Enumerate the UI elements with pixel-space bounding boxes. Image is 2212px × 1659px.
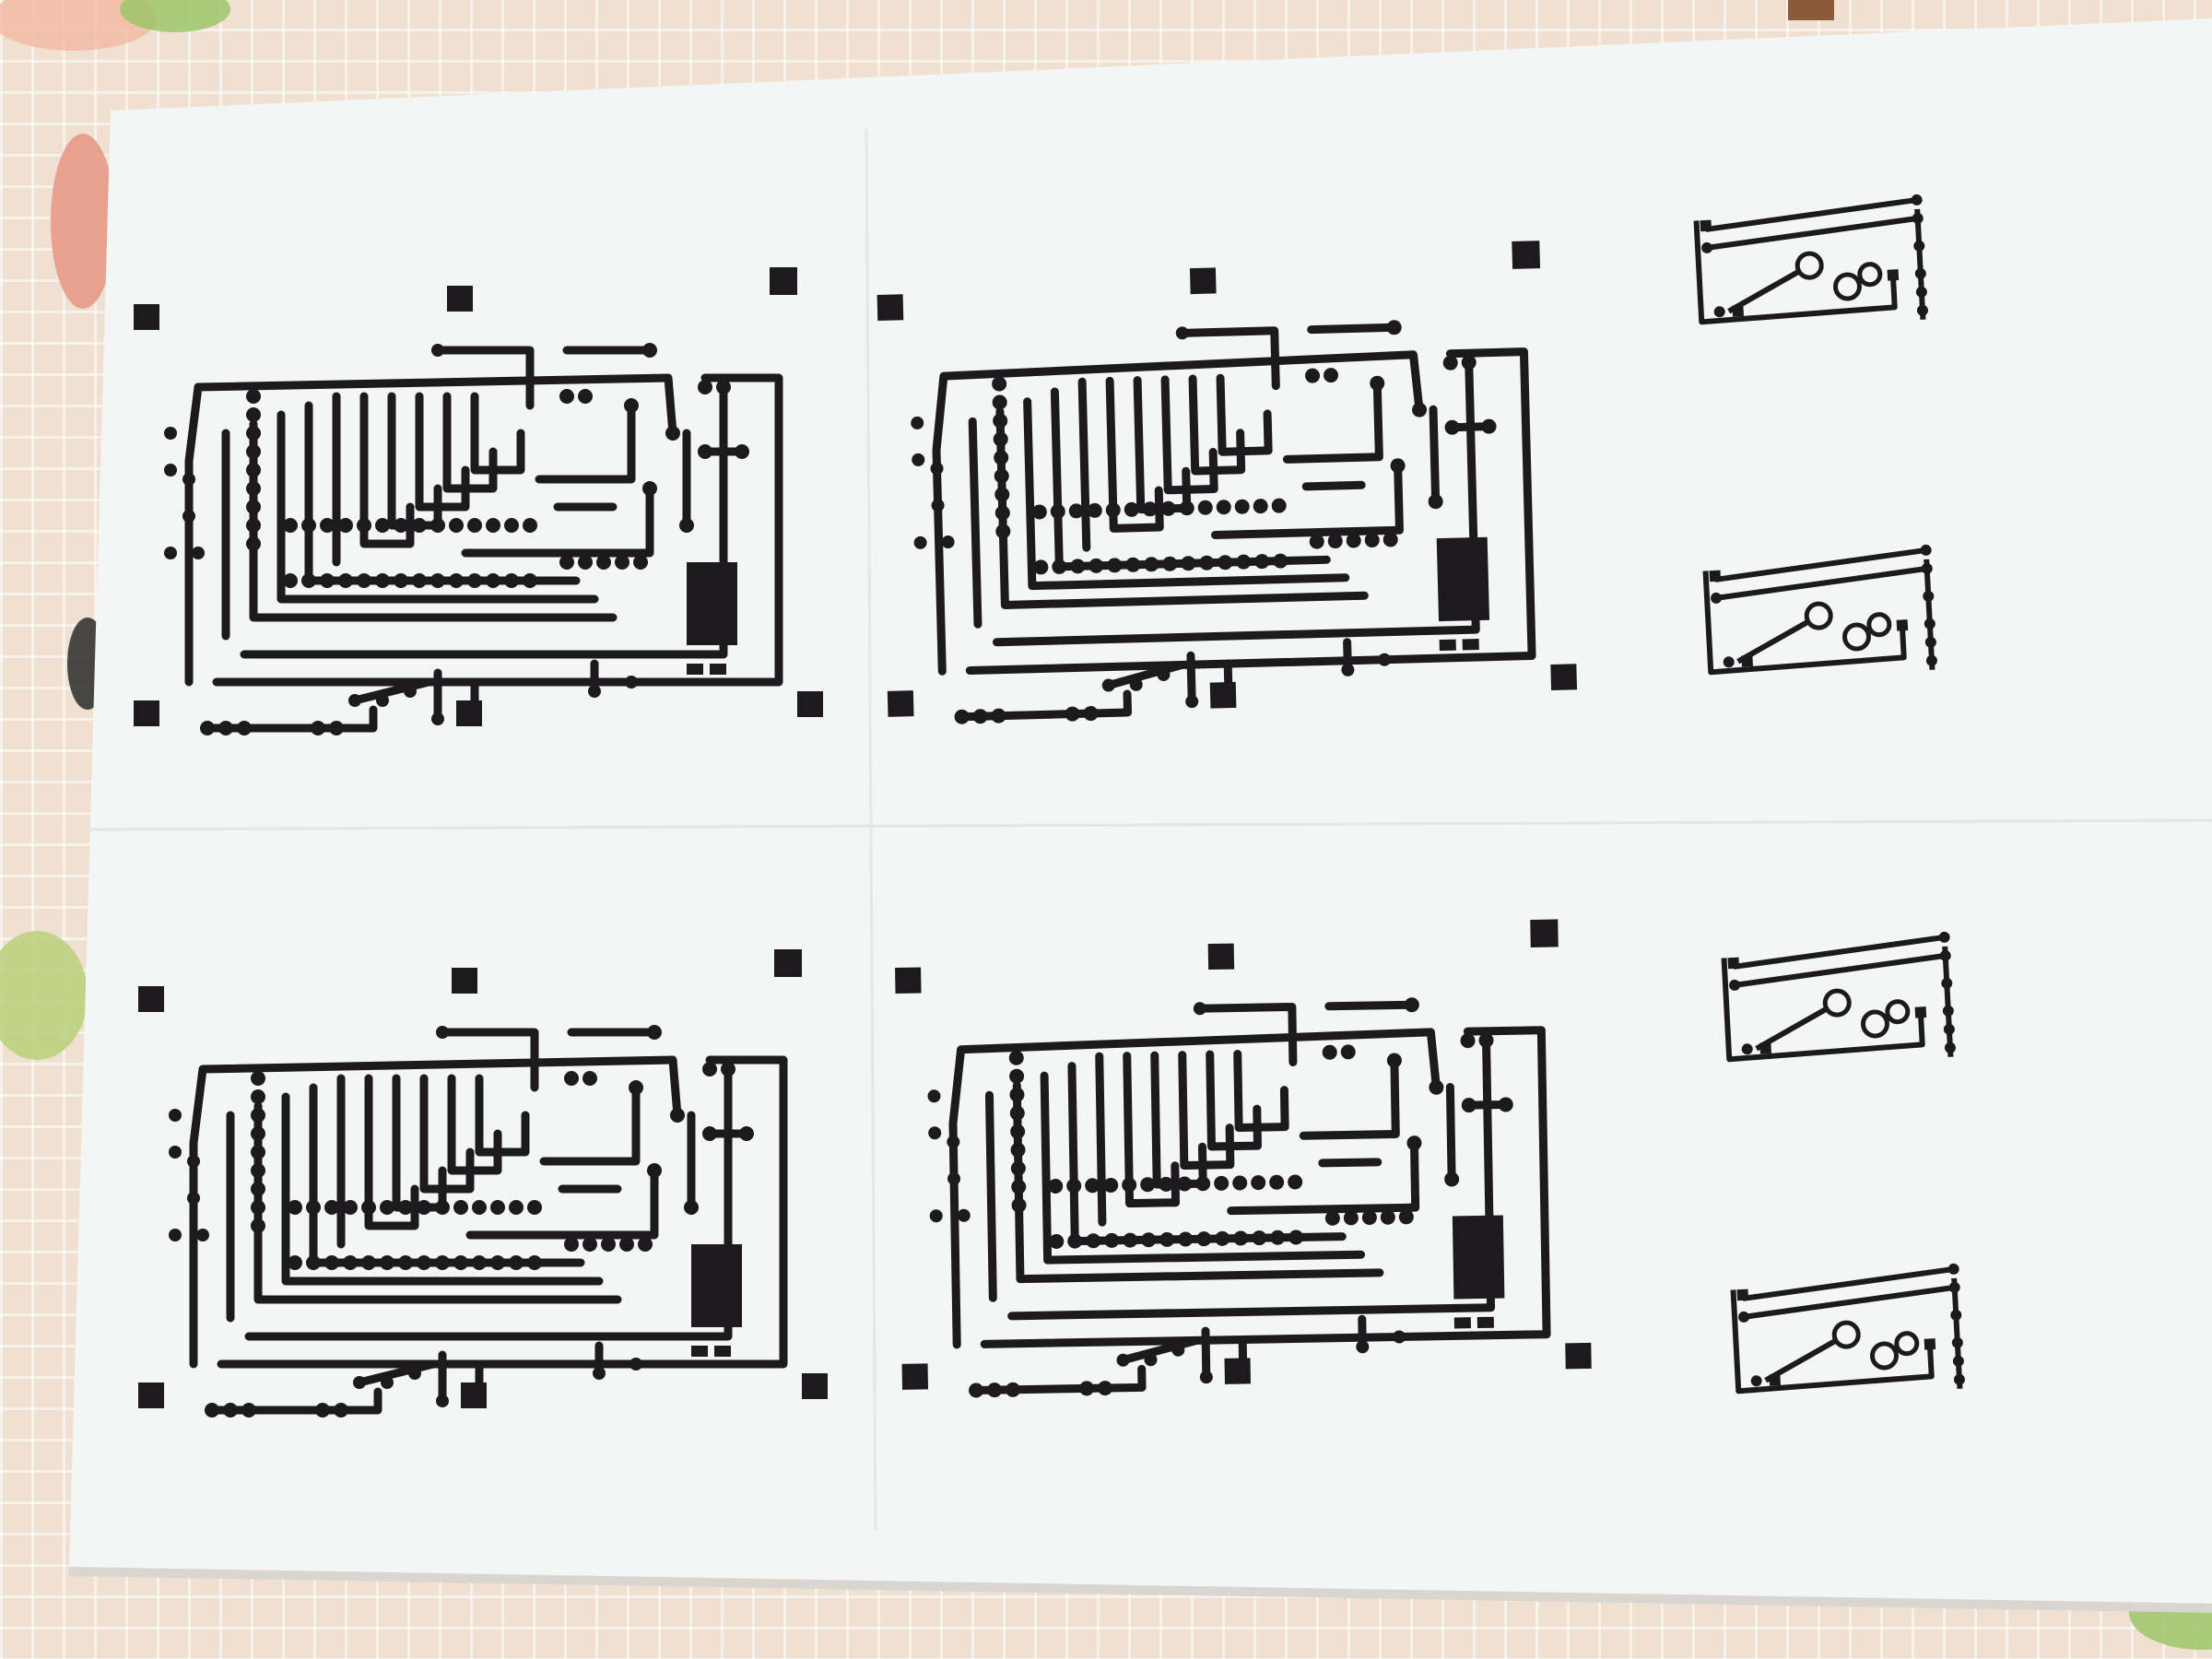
leaf-shape bbox=[51, 134, 115, 309]
paper-sheet bbox=[69, 18, 2212, 1604]
paper-fold-line bbox=[82, 818, 2212, 831]
paper-shadow-edge bbox=[69, 1567, 2212, 1613]
paper-fold-line bbox=[865, 128, 877, 1531]
corner-object bbox=[1788, 0, 1834, 20]
leaf-shape bbox=[0, 0, 157, 51]
leaf-shape bbox=[120, 0, 230, 32]
leaf-shape bbox=[0, 931, 88, 1060]
